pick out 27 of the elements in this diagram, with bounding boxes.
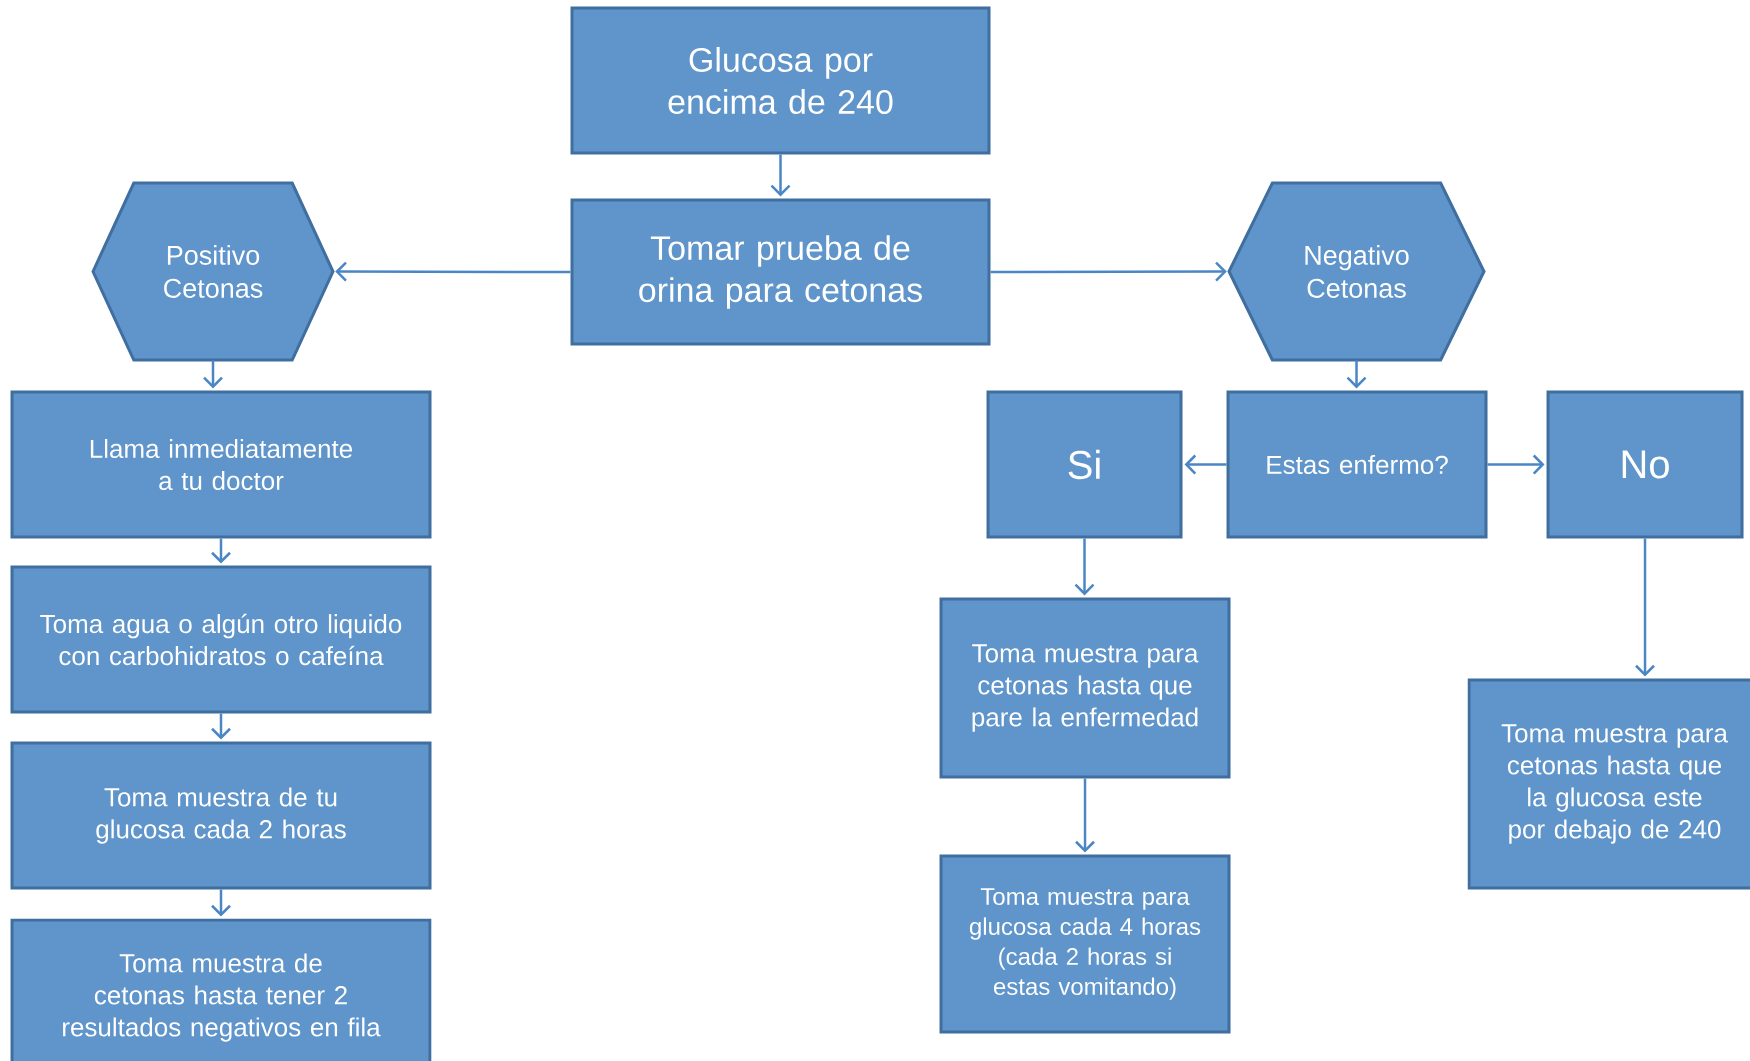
process-box: Toma muestra para cetonas hasta que la glucosa este por debajo de 240 — [1467, 678, 1750, 890]
arrow — [335, 261, 571, 282]
arrow — [1074, 538, 1095, 596]
arrow — [211, 889, 231, 917]
process-box: Toma agua o algún otro liquido con carbohidratos o cafeína — [10, 565, 432, 714]
process-box: Toma muestra para cetonas hasta que pare la enfermedad — [939, 597, 1231, 779]
process-box: Toma muestra de cetonas hasta tener 2 resultados negativos en fila — [10, 918, 432, 1061]
arrow — [203, 360, 223, 389]
arrow — [211, 538, 231, 564]
arrow — [211, 713, 231, 740]
process-box: No — [1546, 390, 1744, 539]
process-box: Tomar prueba de orina para cetonas — [570, 198, 991, 346]
arrow — [1487, 454, 1545, 475]
process-box: Toma muestra para glucosa cada 4 horas (cada 2 horas si estas vomitando) — [939, 854, 1231, 1034]
arrow — [990, 261, 1227, 282]
process-box: Llama inmediatamente a tu doctor — [10, 390, 432, 539]
process-box: Glucosa por encima de 240 — [570, 6, 991, 155]
arrow — [1184, 454, 1227, 475]
arrow — [1075, 778, 1095, 853]
hexagon-node: Positivo Cetonas — [91, 181, 335, 362]
process-box: Si — [986, 390, 1183, 539]
arrow — [1635, 538, 1655, 677]
hexagon-node: Negativo Cetonas — [1227, 181, 1486, 362]
process-box: Toma muestra de tu glucosa cada 2 horas — [10, 741, 432, 890]
arrow — [770, 154, 791, 197]
process-box: Estas enfermo? — [1226, 390, 1488, 539]
arrow — [1346, 360, 1367, 389]
